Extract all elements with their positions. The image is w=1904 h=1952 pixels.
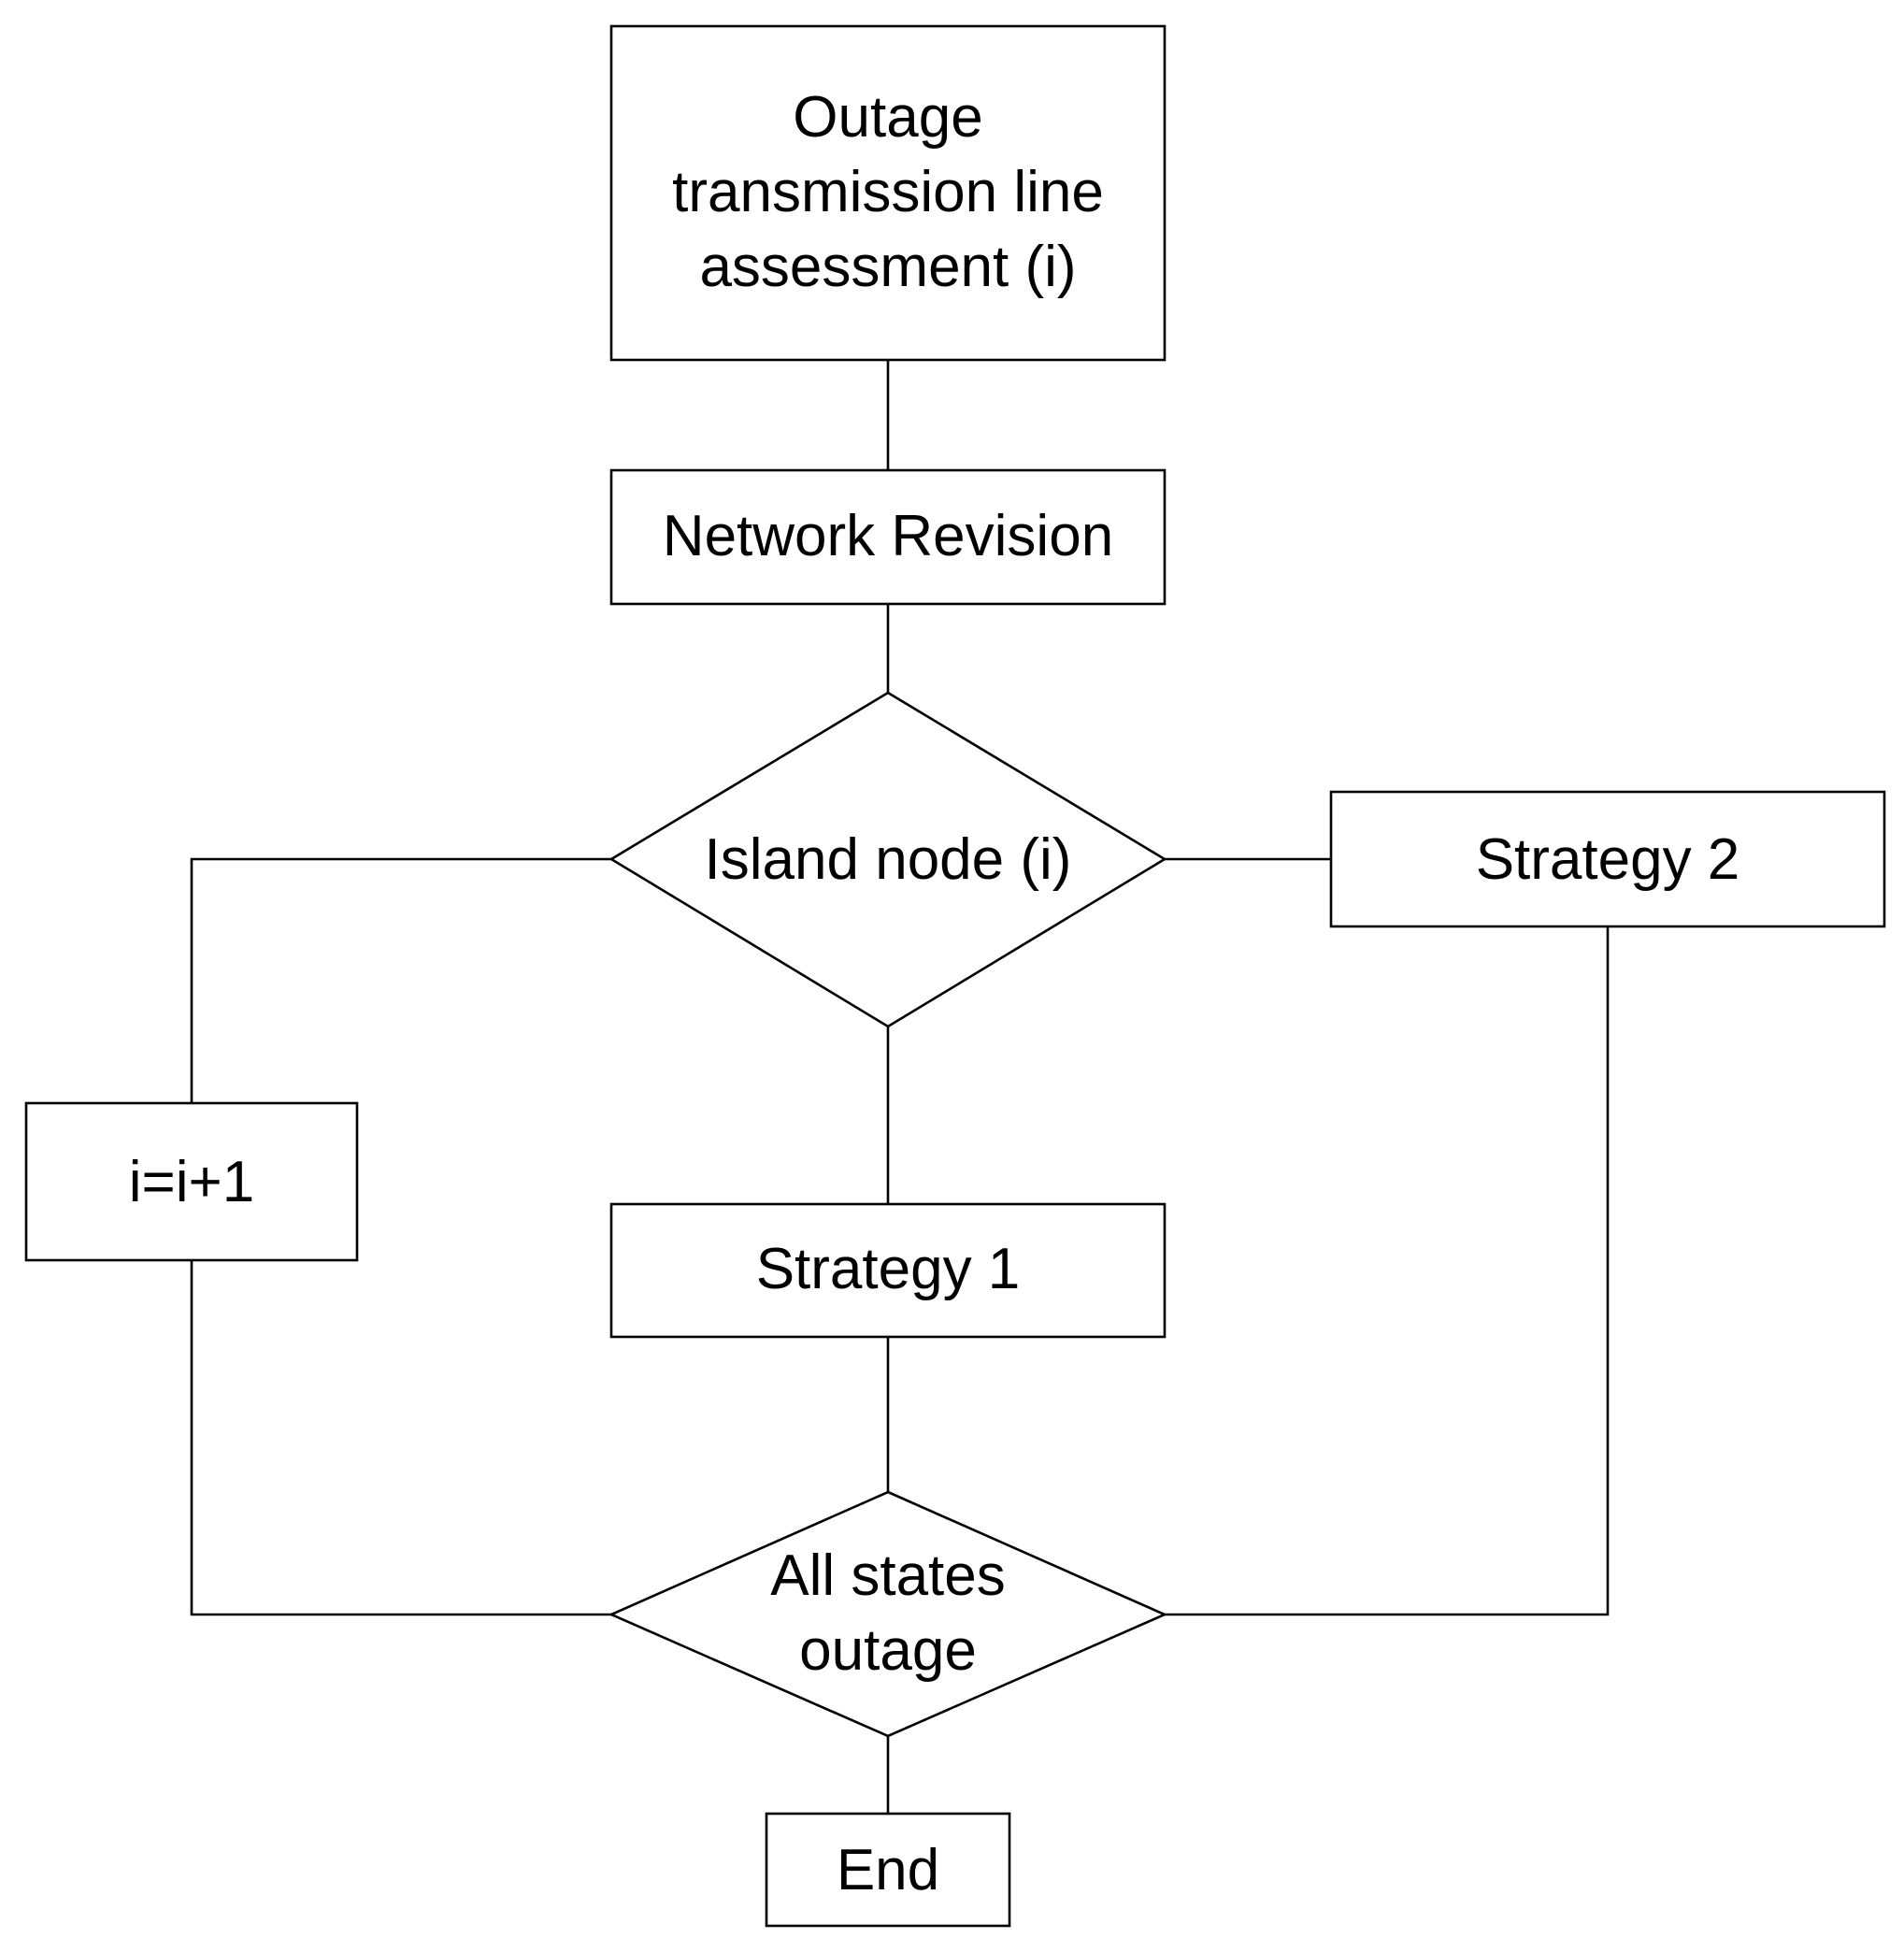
node-island-decision-diamond: [608, 691, 1167, 1028]
node-outage-assessment-label-1: Outage: [793, 85, 982, 150]
node-all-states-decision-label-1: All states: [770, 1543, 1006, 1608]
node-outage-assessment-box: [609, 24, 1167, 362]
node-strategy-1-label: Strategy 1: [756, 1237, 1021, 1301]
node-all-states-decision: All states outage: [608, 1490, 1168, 1738]
node-island-decision-label: Island node (i): [705, 827, 1072, 892]
node-strategy-1-box: [609, 1202, 1167, 1339]
node-increment: i=i+1: [24, 1101, 359, 1262]
connectors: [190, 360, 1610, 1814]
node-outage-assessment: Outage transmission line assessment (i): [609, 24, 1167, 362]
node-increment-label: i=i+1: [129, 1150, 254, 1214]
node-strategy-2-box: [1329, 790, 1886, 928]
node-network-revision: Network Revision: [609, 468, 1167, 606]
node-increment-box: [24, 1101, 359, 1262]
node-strategy-2: Strategy 2: [1329, 790, 1886, 928]
node-all-states-decision-label-2: outage: [799, 1618, 977, 1683]
node-strategy-1: Strategy 1: [609, 1202, 1167, 1339]
node-end-label: End: [837, 1838, 939, 1902]
edge-increment-to-allstates: [190, 1260, 611, 1616]
node-outage-assessment-label-2: transmission line: [672, 160, 1104, 224]
node-island-decision: Island node (i): [608, 691, 1167, 1028]
node-network-revision-label: Network Revision: [663, 504, 1113, 568]
edge-strategy2-to-allstates: [1165, 926, 1610, 1616]
node-end-box: [765, 1812, 1011, 1928]
node-outage-assessment-label-3: assessment (i): [699, 235, 1076, 299]
node-strategy-2-label: Strategy 2: [1476, 827, 1740, 892]
node-end: End: [765, 1812, 1011, 1928]
edge-island-to-increment: [190, 857, 611, 1103]
node-network-revision-box: [609, 468, 1167, 606]
node-all-states-decision-diamond: [608, 1490, 1168, 1738]
